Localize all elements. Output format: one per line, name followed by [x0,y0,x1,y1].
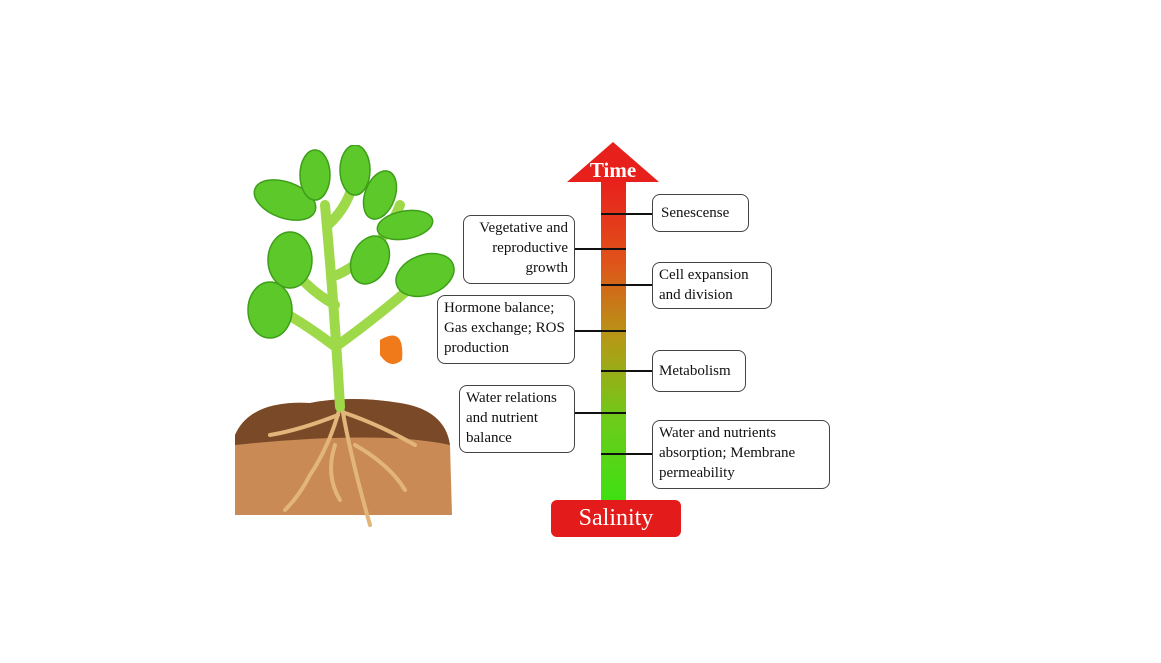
leaves [247,145,455,339]
box-water-absorption: Water and nutrients absorption; Membrane… [652,420,830,489]
connector-line [601,284,653,286]
box-water-relations: Water relations and nutrient balance [459,385,575,453]
box-hormone-balance: Hormone balance; Gas exchange; ROS produ… [437,295,575,364]
plant-illustration [235,145,455,527]
box-vegetative-growth: Vegetative and reproductive growth [463,215,575,284]
arrow-head [567,142,659,182]
box-senescense: Senescense [652,194,749,232]
box-cell-expansion: Cell expansion and division [652,262,772,309]
gradient-arrow-shaft [601,180,626,502]
box-metabolism: Metabolism [652,350,746,392]
salinity-label: Salinity [551,500,681,537]
falling-leaf [380,335,403,364]
connector-line [574,248,626,250]
roots [268,405,417,527]
connector-line [574,412,626,414]
connector-line [601,453,653,455]
time-label: Time [589,158,637,182]
connector-line [601,213,653,215]
connector-line [601,370,653,372]
connector-line [574,330,626,332]
